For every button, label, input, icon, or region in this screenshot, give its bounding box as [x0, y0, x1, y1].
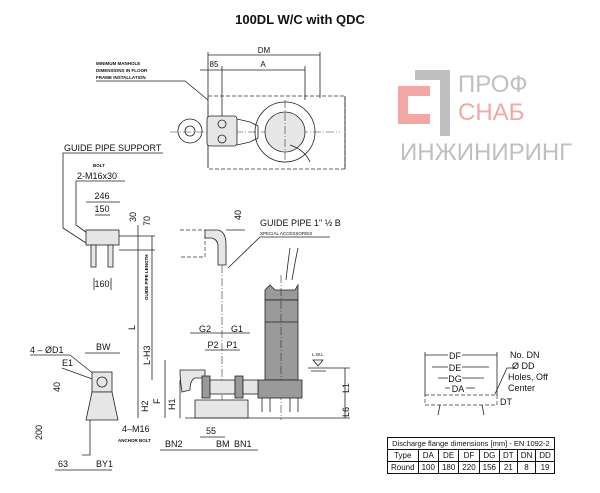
dim-246: 246	[94, 191, 109, 201]
base-bracket: 4 – ØD1 BW E1 40 200 63 BY1 4–M16 ANCHOR…	[30, 342, 151, 471]
dim-e1: E1	[62, 358, 73, 368]
table-header: DG	[478, 449, 501, 462]
dim-a: A	[260, 60, 266, 69]
dim-l-h3: L-H3	[142, 345, 152, 365]
dim-h2: H2	[140, 400, 150, 412]
flange-detail: DF DE DG DA No. DN Ø DD Holes, Off Cente…	[424, 350, 550, 416]
watermark-logo: ПРОФ СНАБ ИНЖИНИРИНГ	[398, 70, 572, 166]
anchor-bolt-label: ANCHOR BOLT	[118, 438, 151, 443]
dim-dg: DG	[448, 374, 462, 384]
dim-40-base: 40	[52, 382, 62, 392]
table-cell: 180	[437, 461, 460, 474]
dim-bn1: BN1	[234, 439, 252, 449]
table-header: DD	[535, 449, 555, 462]
dim-h1: H1	[167, 398, 177, 410]
table-header: DT	[499, 449, 518, 462]
top-view: DM 85 A MINIMUM MANHOLE DIMENSIONS IN FL…	[96, 46, 346, 170]
dim-by1: BY1	[96, 459, 113, 469]
guide-pipe-length: GUIDE PIPE LENGTH L L-H3	[127, 225, 153, 418]
anchor-bolt-spec: 4–M16	[122, 424, 150, 434]
table-header: DA	[417, 449, 439, 462]
table-header: DN	[516, 449, 537, 462]
watermark-line2: СНАБ	[458, 99, 524, 126]
guide-pipe-length-label: GUIDE PIPE LENGTH	[144, 254, 149, 300]
dim-d1: 4 – ØD1	[30, 345, 64, 355]
table-caption: Discharge flange dimensions [mm] - EN 10…	[387, 437, 555, 450]
watermark-line3: ИНЖИНИРИНГ	[400, 139, 572, 166]
dim-bw: BW	[96, 342, 111, 352]
dim-dt: DT	[500, 397, 512, 407]
dim-df: DF	[449, 351, 461, 361]
dim-dm: DM	[258, 46, 271, 55]
bolt-label: BOLT	[93, 163, 105, 168]
manhole-note: MINIMUM MANHOLE DIMENSIONS IN FLOOR FRAM…	[96, 61, 149, 80]
guide-pipe-bracket: 40 GUIDE PIPE 1" ½ B SPECIAL ACCESSORIES	[180, 210, 341, 400]
drawing-title: 100DL W/C with QDC	[235, 12, 365, 27]
pump-elevation: G2 G1 P2 P1 L.W.L. L1 L6 H2 F H1 55 BN2 …	[140, 247, 351, 451]
dim-bn2: BN2	[165, 439, 183, 449]
guide-pipe-label: GUIDE PIPE 1" ½ B	[260, 218, 341, 228]
dim-de: DE	[449, 363, 462, 373]
dim-200: 200	[34, 425, 44, 440]
table-row: Round 100 180 220 156 21 8 19	[387, 461, 555, 474]
lwl-label: L.W.L.	[312, 352, 325, 357]
table-header: DE	[437, 449, 460, 462]
dim-30: 30	[128, 212, 138, 222]
dim-p2: P2	[207, 340, 218, 350]
table-header: Type	[387, 449, 419, 462]
table-cell: 100	[417, 461, 439, 474]
table-cell: 21	[499, 461, 518, 474]
table-cell: 19	[535, 461, 555, 474]
table-cell: 156	[478, 461, 501, 474]
bolt-spec: 2-M16x30	[77, 171, 117, 181]
dim-l1: L1	[341, 383, 351, 393]
dim-f: F	[152, 398, 162, 404]
flange-dimensions-table: Discharge flange dimensions [mm] - EN 10…	[387, 437, 555, 474]
dim-g1: G1	[231, 324, 243, 334]
guide-support-label: GUIDE PIPE SUPPORT	[64, 143, 162, 153]
flange-holes-note: No. DN Ø DD Holes, Off Center	[508, 350, 550, 393]
dim-l6: L6	[341, 407, 351, 417]
dim-63: 63	[58, 459, 68, 469]
table-cell: Round	[387, 461, 419, 474]
dim-150: 150	[94, 204, 109, 214]
dim-bm: BM	[216, 439, 230, 449]
watermark-line1: ПРОФ	[458, 71, 528, 98]
table-cell: 8	[516, 461, 537, 474]
dim-g2: G2	[199, 324, 211, 334]
dim-55: 55	[206, 426, 216, 436]
dim-85: 85	[210, 60, 219, 69]
dim-70: 70	[142, 216, 152, 226]
table-header: DF	[458, 449, 480, 462]
dim-160: 160	[94, 279, 109, 289]
dim-l: L	[127, 325, 137, 330]
table-cell: 220	[458, 461, 480, 474]
dim-da: DA	[452, 384, 465, 394]
table-header-row: Type DA DE DF DG DT DN DD	[387, 449, 555, 462]
dim-p1: P1	[226, 340, 237, 350]
dim-40-top: 40	[233, 210, 243, 220]
special-accessories: SPECIAL ACCESSORIES	[260, 231, 312, 236]
guide-pipe-support: GUIDE PIPE SUPPORT BOLT 2-M16x30 246 150…	[62, 143, 163, 290]
